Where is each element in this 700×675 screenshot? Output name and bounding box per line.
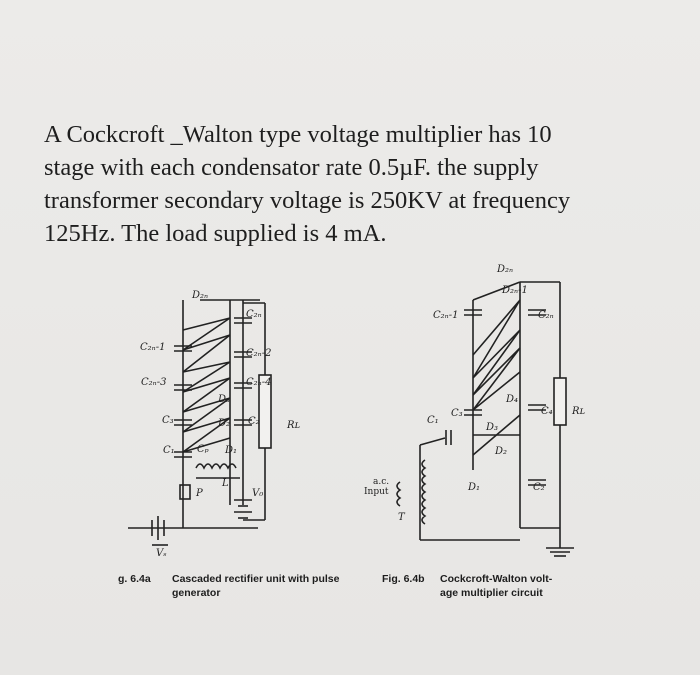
label-d1-a: D₁ (224, 445, 237, 456)
caption-a-number: g. 6.4a (118, 573, 151, 585)
label-c2-b: C₂ (533, 482, 545, 493)
label-c2n-4-a: C₂ₙ-4 (246, 377, 271, 388)
label-vo-a: V₀ (252, 488, 263, 499)
question-line: A Cockcroft _Walton type voltage multipl… (44, 121, 552, 148)
label-c3-b: C₃ (451, 408, 463, 419)
label-d2n-1-b: D₂ₙ-1 (501, 285, 528, 296)
label-vs-a: Vₛ (156, 548, 167, 559)
label-d4-b: D₄ (505, 394, 518, 405)
label-c2-a: C₂ (248, 416, 260, 427)
question-line: transformer secondary voltage is 250KV a… (44, 187, 571, 214)
label-c2n-3-a: C₂ₙ-3 (141, 377, 166, 388)
question-line: stage with each condensator rate 0.5µF. … (44, 154, 539, 181)
label-c2n-b: C₂ₙ (538, 310, 554, 321)
caption-b-line-1: Cockcroft-Walton volt- (440, 573, 553, 585)
label-c3-a: C₃ (162, 415, 174, 426)
label-t-b: T (398, 512, 406, 523)
figure-a-cascaded-rectifier (128, 299, 266, 546)
label-d1-b: D₁ (467, 482, 480, 493)
label-d2-a: D₂ (217, 418, 230, 429)
label-l-a: L (221, 478, 229, 489)
caption-a-line-1: Cascaded rectifier unit with pulse (172, 573, 340, 585)
label-c1-b: C₁ (427, 415, 439, 426)
label-input-b: Input (364, 487, 389, 497)
caption-a-line-2: generator (172, 587, 220, 599)
label-d2n-b: D₂ₙ (496, 264, 513, 275)
caption-b-number: Fig. 6.4b (382, 573, 425, 585)
label-d3-b: D₃ (485, 422, 498, 433)
label-d2n-a: D₂ₙ (191, 290, 208, 301)
caption-b-line-2: age multiplier circuit (440, 587, 543, 599)
label-c1-a: C₁ (163, 445, 175, 456)
question-text: A Cockcroft _Walton type voltage multipl… (44, 118, 664, 250)
resistor-rl-a (258, 374, 272, 449)
label-ac-b: a.c. (373, 477, 389, 487)
label-d3-a: D₃ (217, 394, 230, 405)
label-p-a: P (195, 488, 203, 499)
label-c2n-a: C₂ₙ (246, 309, 262, 320)
label-cp-a: Cₚ (197, 444, 209, 455)
label-c2n-1-b: C₂ₙ-1 (433, 310, 458, 321)
question-line: 125Hz. The load supplied is 4 mA. (44, 220, 387, 247)
label-c2n-1-a: C₂ₙ-1 (140, 342, 165, 353)
label-d2-b: D₂ (494, 446, 507, 457)
label-c2n-2-a: C₂ₙ-2 (246, 348, 271, 359)
label-rl-b: Rʟ (571, 406, 586, 417)
label-rl-a: Rʟ (286, 420, 301, 431)
label-c4-b: C₄ (541, 406, 553, 417)
figure-b-cockcroft-walton (396, 281, 574, 557)
resistor-rl-b (553, 377, 567, 426)
